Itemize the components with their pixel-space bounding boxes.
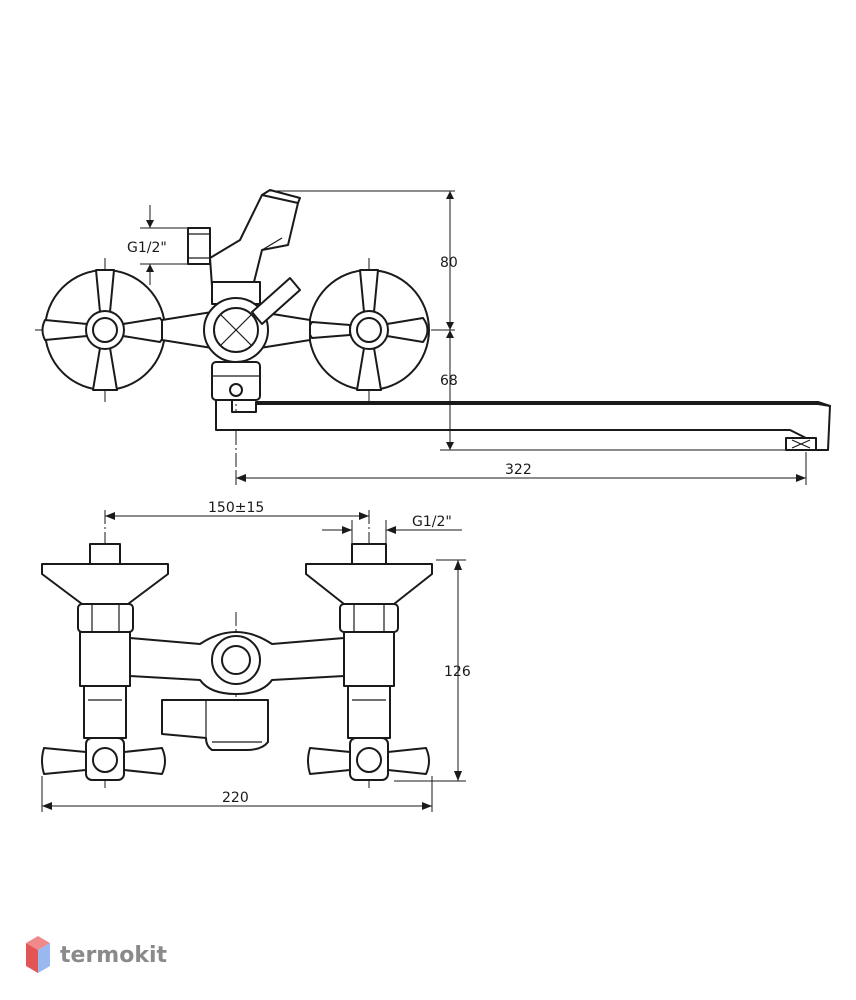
front-right-nipple bbox=[351, 543, 387, 565]
left-handle-arm-top bbox=[95, 269, 115, 313]
front-right-handle-left bbox=[307, 747, 351, 775]
dim-center-distance: 150±15 bbox=[105, 500, 369, 520]
front-view: 150±15 G1/2" 126 220 bbox=[41, 500, 471, 812]
front-spout bbox=[161, 699, 269, 751]
diverter-ring bbox=[213, 307, 259, 353]
front-right-stem bbox=[347, 685, 391, 739]
logo-text: termokit bbox=[60, 943, 167, 968]
front-diverter-ring bbox=[211, 635, 261, 685]
right-valve bbox=[308, 269, 430, 391]
diverter-lever bbox=[251, 277, 301, 325]
front-right-handle-right bbox=[387, 747, 430, 775]
dim-322-label: 322 bbox=[505, 462, 532, 478]
top-view: G1/2" 80 68 322 bbox=[35, 189, 831, 485]
right-handle-arm-top bbox=[359, 269, 379, 313]
front-left-nut bbox=[77, 603, 134, 633]
front-left-nipple bbox=[89, 543, 121, 565]
top-inlet-thread-label: G1/2" bbox=[127, 240, 167, 256]
shower-holder bbox=[209, 194, 299, 287]
front-right-handle-hub bbox=[349, 737, 389, 781]
front-left-handle-left bbox=[41, 747, 87, 775]
front-left-body bbox=[79, 631, 131, 687]
logo-cube-left bbox=[26, 943, 38, 973]
left-handle-arm-left bbox=[41, 319, 88, 341]
dim-80-label: 80 bbox=[440, 255, 458, 271]
front-right-valve bbox=[305, 543, 433, 781]
dim-height: 126 bbox=[394, 559, 471, 782]
front-left-handle-right bbox=[123, 747, 166, 775]
diverter bbox=[203, 277, 301, 401]
front-diverter-outlet bbox=[221, 645, 251, 675]
logo-cube-right bbox=[38, 943, 50, 973]
front-right-escutcheon bbox=[305, 563, 433, 605]
inlet-nipple bbox=[187, 227, 211, 265]
dim-front-g12: G1/2" bbox=[322, 514, 462, 544]
dim-68-label: 68 bbox=[440, 373, 458, 389]
front-left-valve bbox=[41, 543, 169, 781]
dim-150-label: 150±15 bbox=[208, 500, 264, 516]
right-handle-hub bbox=[349, 310, 389, 350]
dim-spout-length: 322 bbox=[235, 452, 807, 485]
front-left-handle-hub bbox=[85, 737, 125, 781]
right-handle-cap bbox=[356, 317, 382, 343]
right-handle-arm-left bbox=[308, 321, 351, 339]
right-handle-arm-right bbox=[386, 317, 429, 343]
front-left-stem bbox=[83, 685, 127, 739]
spout-collar bbox=[211, 361, 261, 401]
brand-logo: termokit bbox=[26, 936, 167, 973]
dim-220-label: 220 bbox=[222, 790, 249, 806]
dim-overall-width: 220 bbox=[41, 776, 433, 812]
left-handle-cap bbox=[92, 317, 118, 343]
dim-top-g12: G1/2" bbox=[127, 205, 188, 285]
left-handle-hub bbox=[85, 310, 125, 350]
dim-126-label: 126 bbox=[444, 664, 471, 680]
left-valve bbox=[41, 269, 166, 391]
front-right-nut bbox=[339, 603, 399, 633]
front-right-body bbox=[343, 631, 395, 687]
front-left-escutcheon bbox=[41, 563, 169, 605]
spout bbox=[215, 399, 831, 451]
front-inlet-thread-label: G1/2" bbox=[412, 514, 452, 530]
spout-collar-hole bbox=[229, 383, 243, 397]
dim-top-vertical: 80 68 bbox=[270, 190, 790, 451]
